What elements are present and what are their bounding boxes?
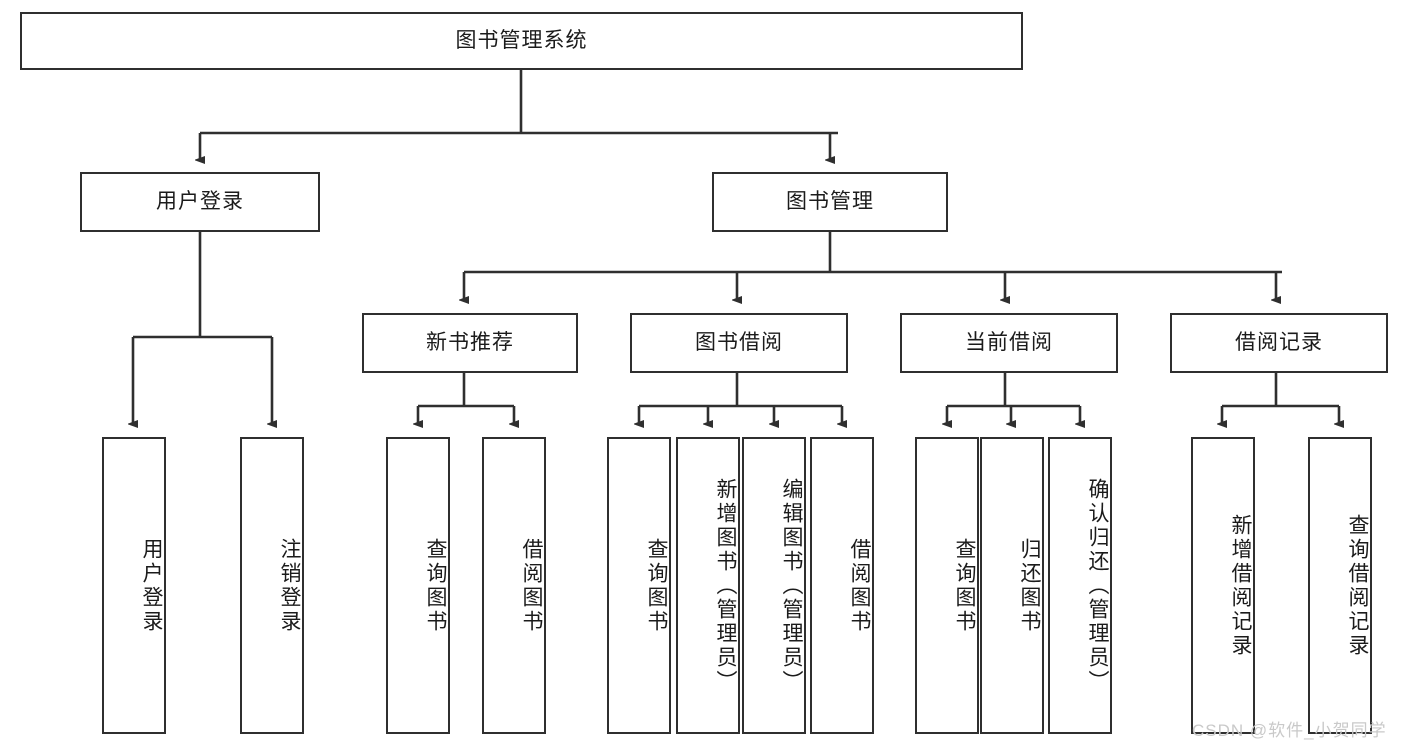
node-borrow-record[interactable]: 借阅记录 [1170, 313, 1388, 373]
node-current-borrow-label: 当前借阅 [965, 331, 1053, 355]
node-user-login[interactable]: 用户登录 [80, 172, 320, 232]
leaf-bb-borrow-book[interactable]: 借阅图书 [810, 437, 874, 734]
node-borrow-record-label: 借阅记录 [1235, 331, 1323, 355]
node-book-management[interactable]: 图书管理 [712, 172, 948, 232]
leaf-cb-confirm-return-label: 确认归还（管理员） [1086, 477, 1109, 694]
node-book-borrow-label: 图书借阅 [695, 331, 783, 355]
node-new-book-recommend-label: 新书推荐 [426, 331, 514, 355]
leaf-bb-query-book-label: 查询图书 [645, 537, 668, 634]
node-user-login-label: 用户登录 [156, 190, 244, 214]
leaf-logout-label: 注销登录 [278, 537, 301, 634]
leaf-bb-add-book-label: 新增图书（管理员） [714, 477, 737, 694]
leaf-cb-return-book-label: 归还图书 [1018, 537, 1041, 634]
leaf-logout[interactable]: 注销登录 [240, 437, 304, 734]
leaf-user-login[interactable]: 用户登录 [102, 437, 166, 734]
watermark-csdn: CSDN @软件_小贺同学 [1192, 721, 1387, 740]
leaf-nb-query-book[interactable]: 查询图书 [386, 437, 450, 734]
leaf-br-query-record-label: 查询借阅记录 [1346, 513, 1369, 658]
leaf-bb-edit-book[interactable]: 编辑图书（管理员） [742, 437, 806, 734]
leaf-br-add-record-label: 新增借阅记录 [1229, 513, 1252, 658]
leaf-user-login-label: 用户登录 [140, 537, 163, 634]
leaf-nb-borrow-book-label: 借阅图书 [520, 537, 543, 634]
leaf-bb-query-book[interactable]: 查询图书 [607, 437, 671, 734]
leaf-br-query-record[interactable]: 查询借阅记录 [1308, 437, 1372, 734]
leaf-bb-add-book[interactable]: 新增图书（管理员） [676, 437, 740, 734]
leaf-bb-edit-book-label: 编辑图书（管理员） [780, 477, 803, 694]
node-current-borrow[interactable]: 当前借阅 [900, 313, 1118, 373]
node-new-book-recommend[interactable]: 新书推荐 [362, 313, 578, 373]
leaf-bb-borrow-book-label: 借阅图书 [848, 537, 871, 634]
leaf-cb-return-book[interactable]: 归还图书 [980, 437, 1044, 734]
leaf-cb-query-book-label: 查询图书 [953, 537, 976, 634]
leaf-nb-query-book-label: 查询图书 [424, 537, 447, 634]
node-root-system-label: 图书管理系统 [455, 29, 588, 53]
leaf-nb-borrow-book[interactable]: 借阅图书 [482, 437, 546, 734]
leaf-br-add-record[interactable]: 新增借阅记录 [1191, 437, 1255, 734]
node-book-management-label: 图书管理 [786, 190, 874, 214]
leaf-cb-confirm-return[interactable]: 确认归还（管理员） [1048, 437, 1112, 734]
node-root-system[interactable]: 图书管理系统 [20, 12, 1023, 70]
node-book-borrow[interactable]: 图书借阅 [630, 313, 848, 373]
leaf-cb-query-book[interactable]: 查询图书 [915, 437, 979, 734]
